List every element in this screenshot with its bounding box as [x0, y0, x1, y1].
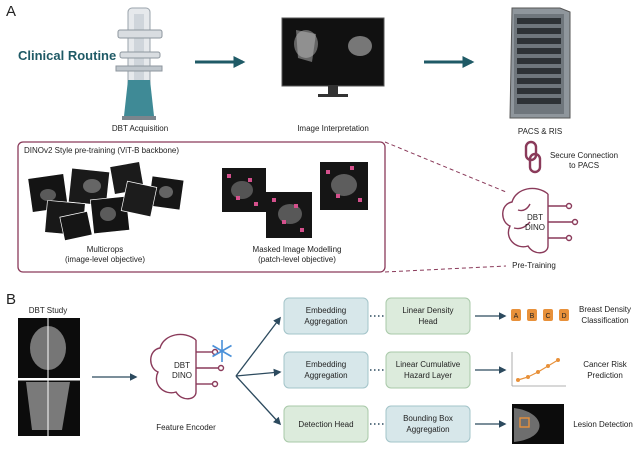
row3-box1 — [283, 405, 369, 443]
arrow-encoder-to-row1 — [235, 316, 281, 377]
multicrops-objective: (image-level objective) — [65, 255, 145, 264]
row1-box1-line1: Embedding — [306, 306, 346, 315]
row3-box1-line1: Detection Head — [298, 420, 353, 429]
mammography-machine-icon — [115, 7, 163, 120]
chain-link-icon — [524, 140, 542, 174]
density-d: D — [561, 313, 566, 320]
row1-output-line1: Breast Density — [579, 305, 631, 314]
dbt-study-images — [18, 318, 80, 436]
row3-box2-line2: Aggregation — [406, 425, 449, 434]
row1-box2 — [385, 297, 471, 335]
arrow-encoder-to-row3 — [235, 375, 282, 426]
secure-connection-target: to PACS — [569, 161, 599, 170]
multicrops-label: Multicrops — [87, 245, 123, 254]
brain-a-dino: DINO — [525, 223, 545, 232]
brain-b-dbt: DBT — [174, 361, 190, 370]
mim-label: Masked Image Modelling — [253, 245, 342, 254]
row2-box1-line2: Aggregation — [304, 371, 347, 380]
density-a: A — [514, 313, 519, 320]
row2-box1 — [283, 351, 369, 389]
lesion-detection-image — [512, 404, 564, 444]
row1-box2-line2: Head — [418, 317, 437, 326]
density-classes: A B C D — [511, 309, 569, 321]
density-c: C — [545, 313, 550, 320]
brain-a-dbt: DBT — [527, 213, 543, 222]
secure-connection-label: Secure Connection — [550, 151, 618, 160]
brain-b-dino: DINO — [172, 371, 192, 380]
brain-dino-icon-b — [150, 333, 225, 400]
row2-box2 — [385, 351, 471, 389]
pacs-ris-label: PACS & RIS — [518, 127, 562, 136]
density-b: B — [530, 313, 535, 320]
monitor-icon — [281, 17, 385, 97]
dbt-study-label: DBT Study — [29, 306, 68, 315]
panel-b-label: B — [6, 291, 16, 308]
panel-a-label: A — [6, 3, 16, 20]
row1-box1 — [283, 297, 369, 335]
row3-box2 — [385, 405, 471, 443]
row2-output-line1: Cancer Risk — [583, 360, 628, 369]
row2-output-line2: Prediction — [587, 371, 623, 380]
pretraining-box-title: DINOv2 Style pre-training (ViT-B backbon… — [24, 146, 179, 155]
mim-objective: (patch-level objective) — [258, 255, 336, 264]
pretraining-label: Pre-Training — [512, 261, 556, 270]
multicrops-image-stack — [27, 161, 185, 242]
image-interpretation-label: Image Interpretation — [297, 124, 369, 133]
feature-encoder-label: Feature Encoder — [156, 423, 216, 432]
dbt-acquisition-label: DBT Acquisition — [112, 124, 168, 133]
row1-box1-line2: Aggregation — [304, 317, 347, 326]
row3-output-line1: Lesion Detection — [573, 420, 633, 429]
masked-image-modelling-stack — [222, 162, 368, 238]
brain-dino-icon-a — [502, 187, 579, 254]
snowflake-icon — [212, 340, 232, 362]
row3-box2-line1: Bounding Box — [403, 414, 453, 423]
server-icon — [509, 7, 571, 119]
row2-box2-line2: Hazard Layer — [404, 371, 452, 380]
row2-box1-line1: Embedding — [306, 360, 346, 369]
dashed-connector-bottom — [384, 265, 507, 273]
row1-box2-line1: Linear Density — [402, 306, 453, 315]
pretraining-box — [17, 141, 386, 273]
row1-output-line2: Classification — [581, 316, 628, 325]
dashed-connector-top — [384, 141, 507, 193]
risk-curve-icon — [511, 352, 566, 387]
clinical-routine-label: Clinical Routine — [18, 48, 116, 63]
row2-box2-line1: Linear Cumulative — [396, 360, 461, 369]
arrow-encoder-to-row2 — [235, 368, 282, 377]
